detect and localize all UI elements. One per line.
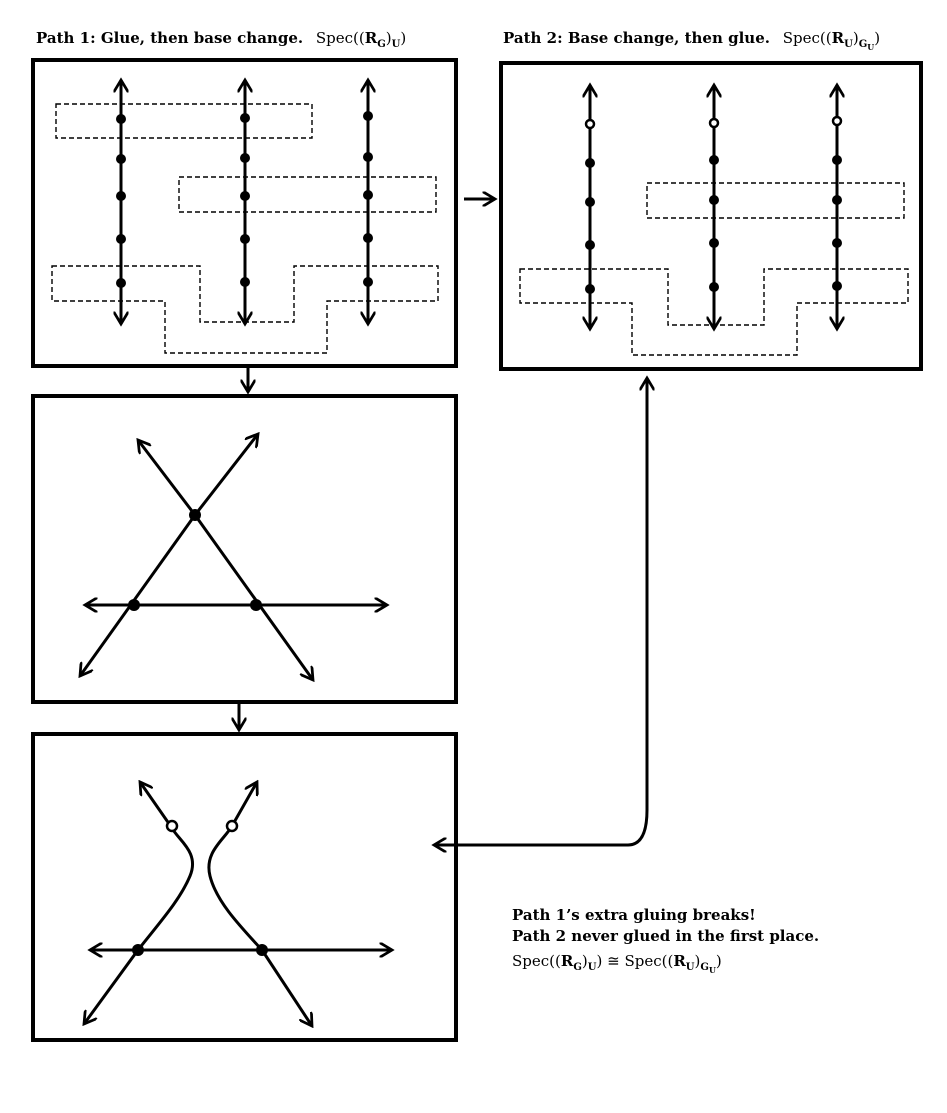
iso-left-close: ) (581, 952, 588, 970)
path2-U: U (844, 39, 853, 50)
path2-G-subsub: U (867, 42, 875, 52)
upper-left-ray (138, 440, 197, 516)
left-node (132, 944, 144, 956)
iso-right-G-subsub: U (708, 965, 716, 975)
path1-box2-frame (31, 394, 458, 704)
right-hollow-point (225, 819, 239, 833)
path2-G-sub: GU (858, 39, 875, 52)
path1-close: ) (385, 29, 392, 47)
path2-heading-row: Path 2: Base change, then glue. Spec((RU… (503, 29, 880, 52)
path2-close: ) (852, 29, 859, 47)
glue-region-bottom-2 (519, 268, 909, 356)
path2-heading: Path 2: Base change, then glue. (503, 29, 770, 47)
iso-right-close2: ) (715, 952, 722, 970)
glue-region-middle-2 (646, 182, 905, 219)
caption-iso-formula: Spec((RG)U) ≅ Spec((RU)GU) (512, 951, 819, 981)
path2-R: R (831, 29, 845, 47)
iso-left-G: G (573, 962, 582, 973)
path2-G: G (858, 39, 868, 50)
iso-left-close2: ) (596, 952, 603, 970)
path1-box3-frame (31, 732, 458, 1042)
right-node (256, 944, 268, 956)
path2-box-frame (499, 61, 923, 371)
glue-region-bottom (51, 265, 439, 354)
glue-region-top (55, 103, 313, 139)
iso-right-R: R (673, 952, 686, 970)
path1-box-glued-lines (31, 58, 458, 368)
path1-box1-points (116, 111, 373, 288)
path1-heading: Path 1: Glue, then base change. (36, 29, 304, 47)
upper-right-ray (193, 434, 258, 516)
iso-right-G-sub: GU (700, 962, 716, 975)
arrow-path2-to-box4 (434, 378, 647, 845)
iso-right-G: G (700, 962, 709, 973)
lower-left-ray (84, 949, 140, 1024)
iso-right-prefix: Spec(( (624, 952, 674, 970)
path1-box1-frame (31, 58, 458, 368)
right-line (193, 514, 313, 680)
caption-block: Path 1’s extra gluing breaks! Path 2 nev… (512, 905, 819, 981)
caption-line2: Path 2 never glued in the first place. (512, 927, 820, 945)
path1-G: G (377, 39, 386, 50)
glue-region-middle (178, 176, 437, 213)
left-point (128, 599, 140, 611)
path1-R: R (364, 29, 378, 47)
iso-symbol: ≅ (602, 952, 625, 970)
right-point (250, 599, 262, 611)
path1-heading-row: Path 1: Glue, then base change. Spec((RG… (36, 29, 406, 50)
left-branch (136, 782, 194, 951)
path2-spec-prefix: Spec(( (782, 29, 832, 47)
apex-point (189, 509, 201, 521)
path1-spec-prefix: Spec(( (315, 29, 365, 47)
path2-points (584, 115, 843, 294)
path1-U: U (391, 39, 401, 50)
lower-right-ray (260, 949, 312, 1026)
path1-box-glued-scheme (31, 394, 458, 704)
path1-spec-formula: Spec((RG)U) (315, 29, 407, 50)
path1-close2: ) (400, 29, 407, 47)
path2-box-base-changed-lines (499, 61, 923, 371)
caption-line1: Path 1’s extra gluing breaks! (512, 906, 756, 924)
iso-right-close: ) (694, 952, 701, 970)
iso-right-U: U (685, 962, 695, 973)
iso-left-prefix: Spec(( (512, 952, 561, 970)
iso-left-R: R (560, 952, 574, 970)
path2-close2: ) (874, 29, 881, 47)
path2-spec-formula: Spec((RU)GU) (782, 29, 881, 52)
iso-left-U: U (587, 962, 597, 973)
left-hollow-point (165, 819, 179, 833)
right-branch (207, 782, 264, 952)
left-line (80, 514, 197, 676)
path1-box-broken-gluing (31, 732, 458, 1042)
